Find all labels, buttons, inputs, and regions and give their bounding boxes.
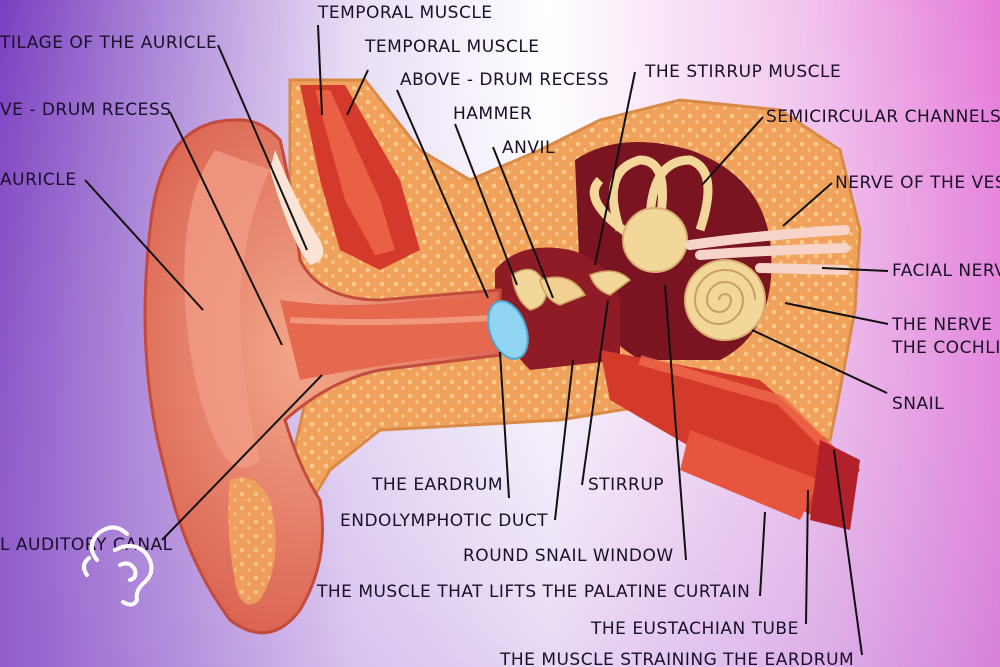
label-endolymphatic-duct: ENDOLYMPHOTIC DUCT [340,511,549,531]
label-eardrum: THE EARDRUM [372,475,504,495]
label-stirrup: STIRRUP [588,475,665,495]
label-facial-nerve: FACIAL NERV [892,261,1000,281]
label-stirrup-muscle: THE STIRRUP MUSCLE [645,62,842,82]
label-palatine-muscle: THE MUSCLE THAT LIFTS THE PALATINE CURTA… [317,582,751,602]
auditory-canal [280,295,500,380]
stirrup-bone [589,270,632,296]
label-eustachian-tube: THE EUSTACHIAN TUBE [591,619,799,639]
ear-lobe [228,477,276,605]
label-snail: SNAIL [892,394,945,414]
label-nerve-of-cochlea-1: THE NERVE [892,315,993,335]
label-temporal-muscle-2: TEMPORAL MUSCLE [365,37,540,57]
label-auricle: AURICLE [0,170,77,190]
semicircular-channels [589,155,713,239]
label-tensor-tympani: THE MUSCLE STRAINING THE EARDRUM [500,650,855,667]
cartilage-strip [270,150,324,265]
label-temporal-muscle-1: TEMPORAL MUSCLE [318,3,493,23]
label-semicircular-channels: SEMICIRCULAR CHANNELS [766,107,1000,127]
label-above-drum-recess-2: VE - DRUM RECESS [0,100,172,120]
vestibule [622,207,688,273]
hammer-bone [511,268,547,311]
label-nerve-of-cochlea-2: THE COCHLI [892,338,1000,358]
anvil-bone [539,276,587,306]
tube-edge [810,440,860,530]
label-above-drum-recess: ABOVE - DRUM RECESS [400,70,610,90]
palatine-muscle [680,430,820,520]
label-cartilage-of-the-auricle: TILAGE OF THE AURICLE [0,33,218,53]
label-hammer: HAMMER [453,104,533,124]
label-nerve-of-vestibule: NERVE OF THE VES [835,173,1000,193]
eardrum-shape [487,300,529,360]
auricle-inner-fold [184,150,270,468]
nerve-bundle [685,225,850,275]
label-auditory-canal: L AUDITORY CANAL [0,535,173,555]
ear-outline-icon [82,525,154,607]
label-anvil: ANVIL [502,138,555,158]
label-round-snail-window: ROUND SNAIL WINDOW [463,546,674,566]
